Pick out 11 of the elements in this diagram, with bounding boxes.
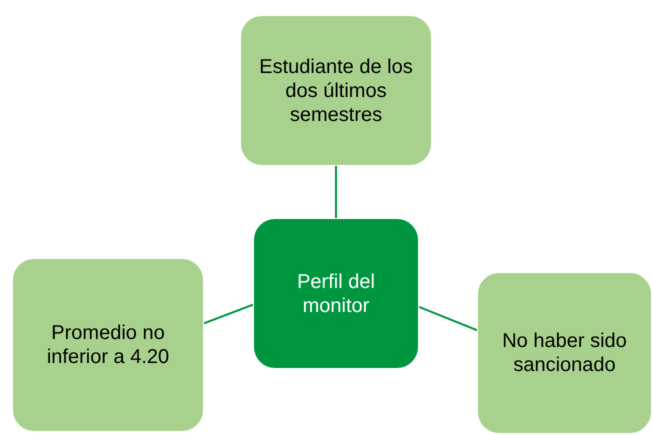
criterion-box — [12, 258, 204, 432]
node-text: Perfil del monitor — [296, 270, 376, 318]
center-box — [253, 218, 419, 369]
connector-line — [418, 306, 478, 332]
node-text: Estudiante de los dos últimos semestres — [258, 54, 414, 126]
criterion-box — [240, 15, 432, 166]
node-text: Promedio no inferior a 4.20 — [46, 321, 170, 369]
node-text: No haber sido sancionado — [501, 329, 628, 377]
connector-line — [204, 304, 254, 324]
criterion-box — [477, 272, 652, 434]
connector-line — [335, 166, 337, 218]
